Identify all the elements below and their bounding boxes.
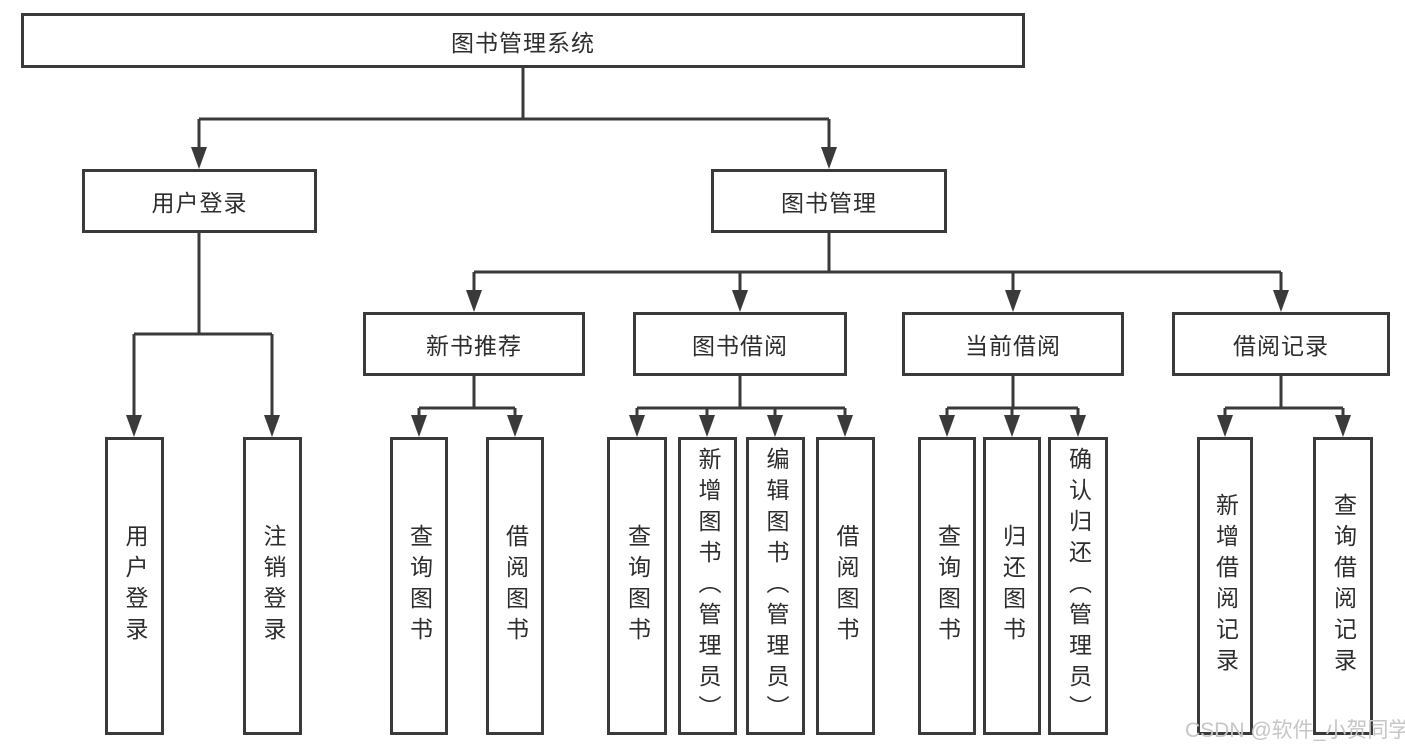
node-book-mgmt: 图书管理	[711, 169, 947, 233]
node-current-borrow: 当前借阅	[902, 312, 1124, 376]
leaf-current-return: 归还图书	[983, 437, 1041, 735]
node-user-login: 用户登录	[82, 169, 317, 233]
leaf-borrow-edit-admin: 编辑图书（管理员）	[746, 437, 805, 735]
node-borrow-records-label: 借阅记录	[1233, 333, 1329, 359]
arrowheads	[126, 147, 1351, 437]
node-user-login-label: 用户登录	[151, 190, 248, 216]
leaf-newbooks-borrow-label: 借阅图书	[502, 524, 529, 648]
leaf-borrow-borrow: 借阅图书	[816, 437, 875, 735]
node-new-books-label: 新书推荐	[426, 333, 522, 359]
csdn-watermark: CSDN @软件_小贺同学	[1185, 719, 1405, 742]
leaf-newbooks-borrow: 借阅图书	[486, 437, 544, 735]
leaf-records-query: 查询借阅记录	[1313, 437, 1373, 735]
leaf-newbooks-query-label: 查询图书	[406, 524, 433, 648]
leaf-borrow-query-label: 查询图书	[624, 524, 651, 648]
leaf-borrow-borrow-label: 借阅图书	[833, 524, 859, 648]
node-new-books: 新书推荐	[363, 312, 585, 376]
leaf-borrow-edit-admin-label: 编辑图书（管理员）	[763, 446, 789, 726]
leaf-user-login: 用户登录	[105, 437, 164, 735]
leaf-logout-label: 注销登录	[260, 524, 286, 648]
leaf-logout: 注销登录	[243, 437, 302, 735]
leaf-current-query: 查询图书	[918, 437, 976, 735]
leaf-records-add-label: 新增借阅记录	[1212, 493, 1239, 679]
node-root: 图书管理系统	[21, 13, 1025, 68]
node-book-borrow-label: 图书借阅	[692, 333, 788, 359]
leaf-borrow-add-admin-label: 新增图书（管理员）	[695, 446, 721, 726]
leaf-current-return-label: 归还图书	[999, 524, 1026, 648]
node-current-borrow-label: 当前借阅	[965, 333, 1061, 359]
leaf-borrow-add-admin: 新增图书（管理员）	[678, 437, 737, 735]
node-book-borrow: 图书借阅	[633, 312, 847, 376]
node-book-mgmt-label: 图书管理	[781, 190, 877, 216]
node-borrow-records: 借阅记录	[1172, 312, 1390, 376]
leaf-current-confirm-admin-label: 确认归还（管理员）	[1065, 446, 1092, 726]
leaf-current-confirm-admin: 确认归还（管理员）	[1048, 437, 1108, 735]
node-root-label: 图书管理系统	[451, 29, 595, 56]
leaf-current-query-label: 查询图书	[934, 524, 961, 648]
leaf-user-login-label: 用户登录	[122, 524, 148, 648]
leaf-borrow-query: 查询图书	[607, 437, 667, 735]
leaf-records-add: 新增借阅记录	[1197, 437, 1253, 735]
leaf-newbooks-query: 查询图书	[390, 437, 448, 735]
leaf-records-query-label: 查询借阅记录	[1330, 493, 1357, 679]
